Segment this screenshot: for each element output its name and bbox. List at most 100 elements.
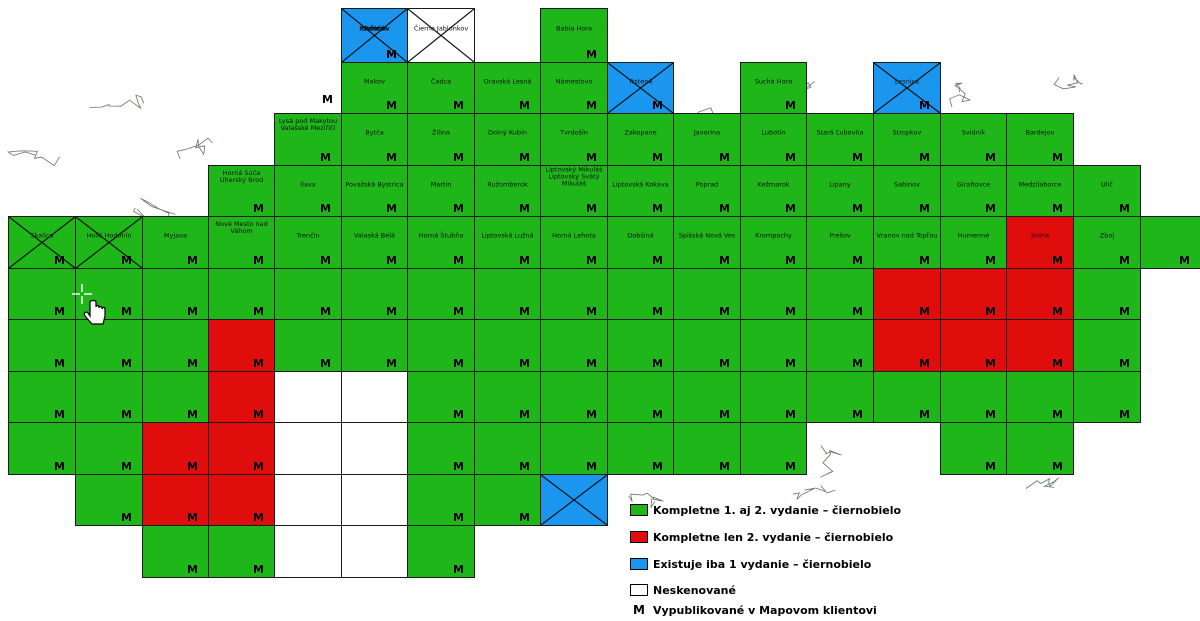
map-sheet-tile[interactable]: M bbox=[940, 268, 1007, 320]
map-sheet-tile[interactable] bbox=[274, 422, 342, 475]
map-sheet-tile[interactable]: M bbox=[673, 268, 741, 320]
map-sheet-tile[interactable]: M bbox=[540, 268, 608, 320]
map-sheet-tile[interactable]: M bbox=[407, 422, 475, 475]
map-sheet-tile[interactable]: M bbox=[1006, 319, 1074, 372]
map-sheet-tile[interactable] bbox=[274, 371, 342, 423]
map-sheet-tile[interactable]: M bbox=[540, 319, 608, 372]
map-sheet-tile[interactable]: M bbox=[474, 422, 541, 475]
map-sheet-tile[interactable]: M bbox=[407, 319, 475, 372]
map-sheet-tile[interactable]: M bbox=[142, 525, 209, 578]
map-sheet-tile[interactable]: M bbox=[540, 371, 608, 423]
map-sheet-tile[interactable]: M bbox=[142, 319, 209, 372]
map-sheet-tile[interactable]: M bbox=[407, 525, 475, 578]
map-sheet-tile[interactable]: M bbox=[8, 319, 76, 372]
map-sheet-tile[interactable]: M bbox=[740, 371, 807, 423]
map-sheet-tile[interactable]: M bbox=[806, 371, 874, 423]
map-sheet-tile[interactable]: M bbox=[474, 371, 541, 423]
map-sheet-tile[interactable]: M bbox=[142, 268, 209, 320]
map-sheet-tile[interactable]: Liptovský Mikuláš Liptovský Svätý Mikulá… bbox=[540, 165, 608, 217]
map-sheet-tile[interactable]: M bbox=[142, 371, 209, 423]
map-sheet-tile[interactable]: M bbox=[208, 422, 275, 475]
map-sheet-tile[interactable] bbox=[274, 474, 342, 526]
map-sheet-tile[interactable]: M bbox=[673, 422, 741, 475]
map-sheet-tile[interactable]: M bbox=[1140, 216, 1200, 269]
map-sheet-tile[interactable]: M bbox=[1006, 422, 1074, 475]
map-sheet-tile[interactable]: M bbox=[75, 371, 143, 423]
map-sheet-tile[interactable]: M bbox=[75, 474, 143, 526]
map-sheet-tile[interactable]: M bbox=[474, 474, 541, 526]
map-sheet-tile[interactable]: M bbox=[8, 422, 76, 475]
map-sheet-tile[interactable]: M bbox=[873, 268, 941, 320]
map-sheet-tile[interactable]: M bbox=[740, 319, 807, 372]
map-sheet-tile[interactable]: M bbox=[208, 474, 275, 526]
map-sheet-tile[interactable]: M bbox=[740, 268, 807, 320]
map-sheet-tile[interactable]: M bbox=[208, 319, 275, 372]
map-sheet-tile[interactable]: M bbox=[806, 268, 874, 320]
map-sheet-tile[interactable]: M bbox=[607, 268, 674, 320]
map-sheet-tile[interactable] bbox=[341, 371, 408, 423]
map-sheet-tile[interactable]: M bbox=[8, 371, 76, 423]
map-sheet-tile[interactable]: M bbox=[75, 422, 143, 475]
map-sheet-tile[interactable]: M bbox=[142, 474, 209, 526]
map-sheet-tile[interactable]: M bbox=[873, 371, 941, 423]
map-sheet-tile[interactable]: M bbox=[407, 268, 475, 320]
map-sheet-tile[interactable]: M bbox=[407, 371, 475, 423]
map-sheet-tile[interactable] bbox=[341, 525, 408, 578]
map-sheet-tile[interactable]: M bbox=[1073, 319, 1141, 372]
map-sheet-tile[interactable]: M bbox=[940, 319, 1007, 372]
map-sheet-tile[interactable]: M bbox=[208, 525, 275, 578]
map-sheet-tile[interactable]: M bbox=[673, 371, 741, 423]
map-sheet-tile[interactable]: M bbox=[341, 268, 408, 320]
map-sheet-tile[interactable]: M bbox=[142, 422, 209, 475]
map-sheet-tile[interactable]: M bbox=[474, 268, 541, 320]
map-sheet-tile[interactable]: M bbox=[940, 371, 1007, 423]
map-sheet-tile[interactable]: M bbox=[873, 319, 941, 372]
map-sheet-tile[interactable]: M bbox=[540, 422, 608, 475]
map-sheet-tile[interactable]: M bbox=[1073, 371, 1141, 423]
map-sheet-tile[interactable] bbox=[540, 474, 608, 526]
map-sheet-tile[interactable]: M bbox=[208, 268, 275, 320]
map-sheet-tile[interactable]: M bbox=[607, 371, 674, 423]
map-sheet-tile[interactable]: M bbox=[474, 319, 541, 372]
map-sheet-tile[interactable]: M bbox=[607, 422, 674, 475]
